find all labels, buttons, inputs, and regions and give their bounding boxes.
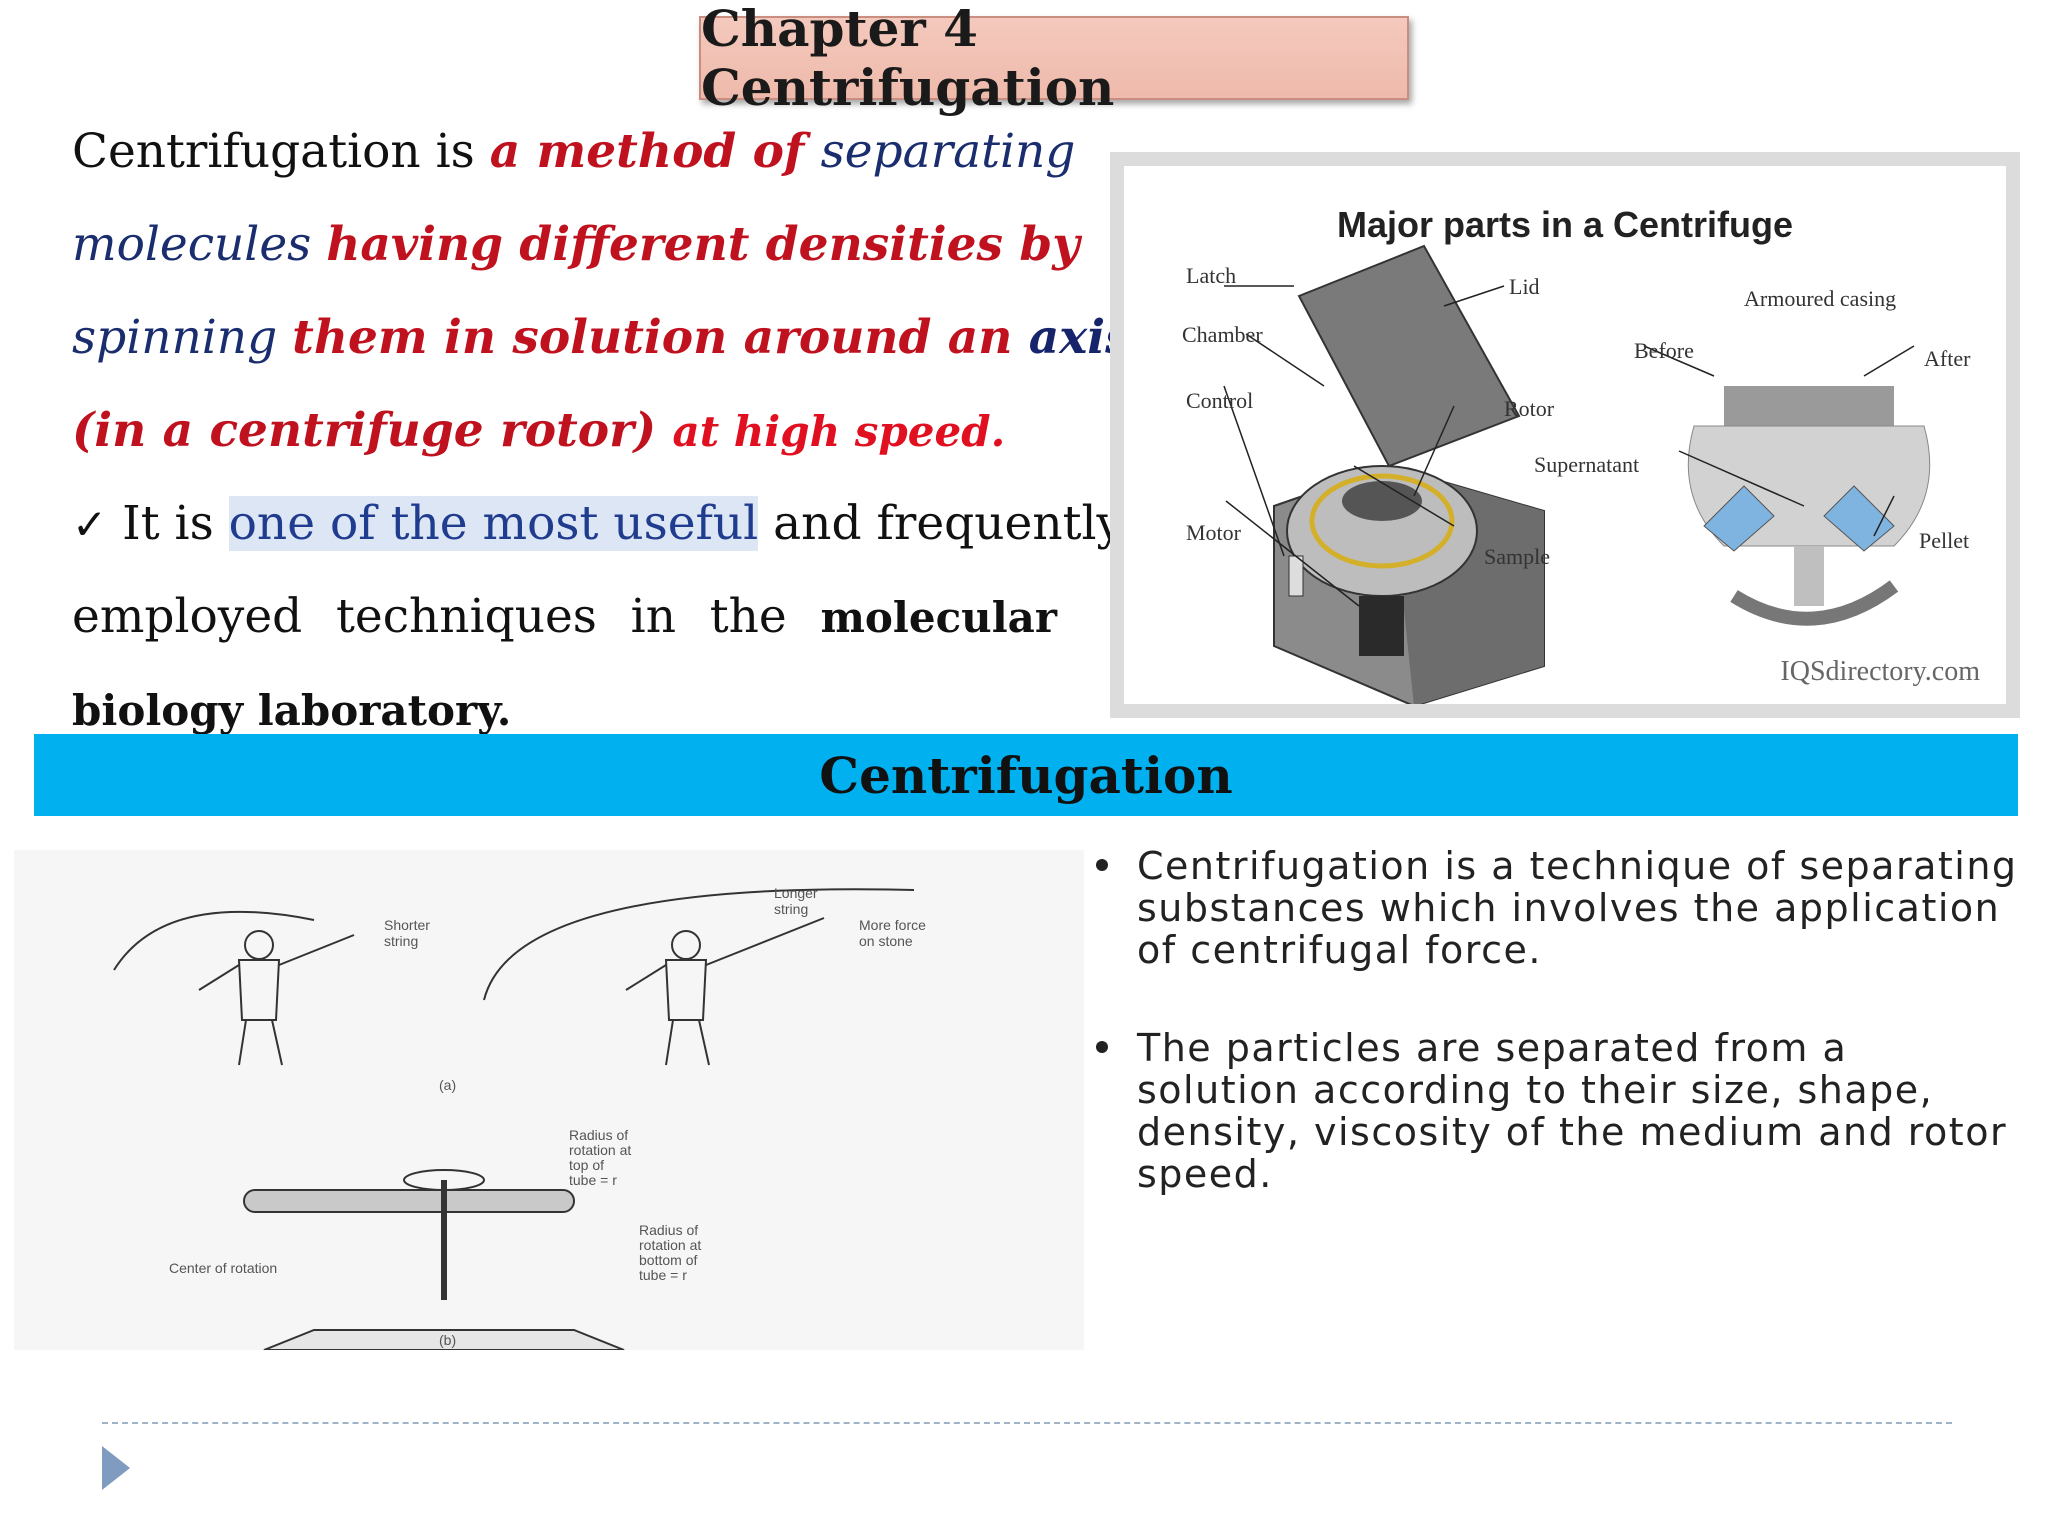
intro-text: and frequently [758, 496, 1124, 551]
figure-title: Major parts in a Centrifuge [1336, 204, 1794, 245]
label-longer-string-2: string [774, 901, 808, 917]
label-motor: Motor [1186, 520, 1241, 545]
centrifugal-force-figure: Shorter string Longer string More force … [14, 850, 1084, 1350]
label-after: After [1924, 346, 1971, 371]
checkmark-icon: ✓ [72, 500, 108, 549]
label-more-force: More force [859, 917, 926, 933]
armoured-casing-top [1724, 386, 1894, 426]
intro-highlight: a method of [489, 124, 821, 179]
bullet-item: The particles are separated from a solut… [1092, 1027, 2022, 1195]
person-legs-2 [665, 1019, 710, 1066]
label-a: (a) [439, 1077, 456, 1093]
bullet-dot-icon [1096, 1041, 1108, 1053]
section-title: Centrifugation [819, 745, 1233, 805]
intro-highlight: at high speed. [672, 407, 1006, 456]
label-pellet: Pellet [1919, 528, 1970, 553]
label-chamber: Chamber [1182, 322, 1263, 347]
bullet-text: The particles are separated from a solut… [1137, 1026, 2008, 1196]
label-armoured-casing: Armoured casing [1744, 286, 1897, 311]
figure-watermark: IQSdirectory.com [1780, 656, 1980, 687]
rotation-arrow [1730, 580, 1899, 626]
figure-inner: Major parts in a Centrifuge [1124, 166, 2006, 704]
intro-line-7: biology laboratory. [72, 663, 1057, 756]
label-sample: Sample [1484, 544, 1550, 569]
label-supernatant: Supernatant [1534, 452, 1640, 477]
control-panel [1288, 555, 1304, 597]
intro-line-3: spinning them in solution around an axis [72, 291, 1132, 384]
intro-highlight: molecules [72, 217, 327, 272]
footer-divider [102, 1422, 1952, 1424]
label-control: Control [1186, 388, 1254, 413]
intro-highlight: (in a centrifuge rotor) [72, 403, 673, 458]
rotor-bar [243, 1189, 575, 1213]
label-radius-top: Radius of [569, 1127, 628, 1143]
leader-lines [1223, 285, 1915, 607]
label-radius-top-3: top of [569, 1157, 604, 1173]
label-b: (b) [439, 1332, 456, 1348]
label-lid: Lid [1509, 274, 1540, 299]
label-center: Center of rotation [169, 1260, 277, 1276]
intro-highlight: molecular [820, 593, 1057, 642]
intro-line-1: Centrifugation is a method of separating [72, 105, 1075, 198]
intro-text: Centrifugation is [72, 124, 490, 179]
person-body-2 [664, 959, 708, 1021]
label-more-force-2: on stone [859, 933, 913, 949]
force-drawing: Shorter string Longer string More force … [113, 885, 926, 1350]
label-radius-top-2: rotation at [569, 1142, 631, 1158]
rotor-ring [1309, 473, 1455, 569]
person-head-2 [671, 930, 701, 960]
motor-shape [1359, 596, 1404, 656]
rotor-base [263, 1329, 625, 1350]
intro-line-6: employed techniques in the molecular [72, 570, 1057, 663]
bullet-text: Centrifugation is a technique of separat… [1137, 844, 2018, 972]
rotor-hub [1342, 481, 1422, 521]
intro-paragraph: Centrifugation is a method of separating… [72, 105, 1132, 756]
label-longer-string: Longer [774, 885, 818, 901]
label-rotor: Rotor [1504, 396, 1555, 421]
slide-title-box: Chapter 4 Centrifugation [699, 0, 1409, 117]
swing-arc-short [113, 910, 315, 971]
intro-text: It is [107, 496, 229, 551]
tube-after [1823, 485, 1895, 552]
label-shorter-string-2: string [384, 933, 418, 949]
bullet-item: Centrifugation is a technique of separat… [1092, 845, 2022, 971]
label-radius-top-4: tube = r [569, 1172, 617, 1188]
centrifuge-parts-figure: Major parts in a Centrifuge [1110, 152, 2020, 718]
label-radius-bottom-2: rotation at [639, 1237, 701, 1253]
section-band: Centrifugation [34, 734, 2018, 816]
bullet-list: Centrifugation is a technique of separat… [1092, 845, 2022, 1251]
intro-line-4: (in a centrifuge rotor) at high speed. [72, 384, 1057, 477]
slide-title: Chapter 4 Centrifugation [701, 0, 1115, 117]
intro-highlight: spinning [72, 310, 293, 365]
person-arms [198, 934, 355, 991]
label-shorter-string: Shorter [384, 917, 430, 933]
intro-highlight: separating [820, 124, 1076, 179]
person-arms-2 [625, 917, 825, 991]
next-slide-arrow-icon[interactable] [102, 1446, 130, 1490]
intro-highlight: having different densities by [326, 217, 1080, 272]
label-radius-bottom-3: bottom of [639, 1252, 697, 1268]
intro-highlight: one of the most useful [228, 496, 759, 551]
label-radius-bottom: Radius of [639, 1222, 698, 1238]
person-legs [238, 1019, 283, 1066]
label-radius-bottom-4: tube = r [639, 1267, 687, 1283]
label-latch: Latch [1186, 263, 1237, 288]
casing-stem [1794, 546, 1824, 606]
centrifuge-drawing [1223, 244, 1931, 704]
person-head [244, 930, 274, 960]
swing-arc-long [483, 888, 915, 1001]
person-body [237, 959, 281, 1021]
bullet-dot-icon [1096, 859, 1108, 871]
intro-highlight: biology laboratory. [72, 686, 512, 735]
tube-before [1703, 485, 1775, 552]
intro-line-5: ✓ It is one of the most useful and frequ… [72, 477, 1123, 570]
label-before: Before [1634, 338, 1694, 363]
intro-line-2: molecules having different densities by [72, 198, 1080, 291]
intro-highlight: them in solution around an [292, 310, 1029, 365]
lid-shape [1297, 244, 1521, 468]
intro-text: employed techniques in the [72, 589, 821, 644]
